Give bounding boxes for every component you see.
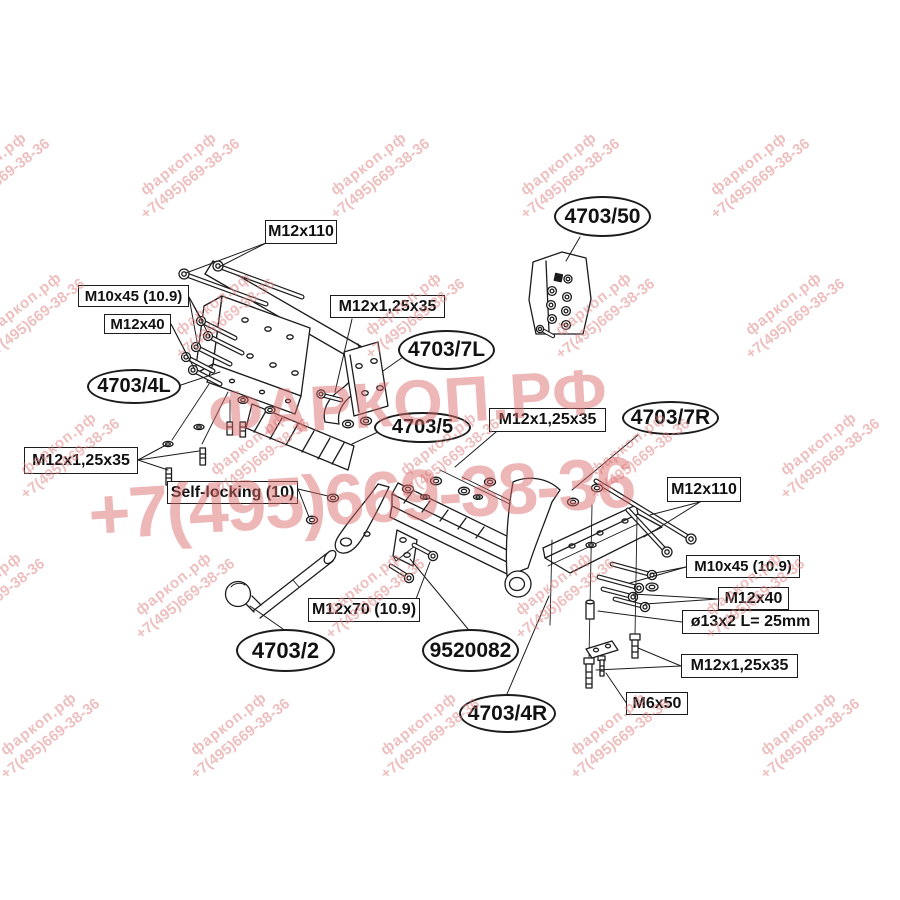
label-m12x110-top: M12x110 (265, 220, 337, 244)
label-part-4703-7L: 4703/7L (398, 330, 495, 370)
label-part-4703-4L: 4703/4L (87, 369, 181, 404)
right-swan-bracket (504, 477, 561, 598)
label-m6x50: M6x50 (626, 692, 688, 715)
bolts-m10x45-upper-left (190, 315, 245, 367)
bolts-m12x40-right (600, 582, 659, 613)
fastener-stack-right (549, 504, 641, 689)
label-part-4703-50: 4703/50 (554, 196, 651, 237)
bolts-m12x110-right (593, 478, 697, 558)
leader-lines (137, 236, 719, 705)
label-spacer-13x2: ø13x2 L= 25mm (682, 610, 819, 634)
part-4703-2-ball-arm (224, 549, 337, 619)
label-m12x125x35-left: M12x1,25x35 (24, 447, 138, 474)
part-4703-50-bracket (528, 251, 592, 339)
label-part-9520082: 9520082 (422, 629, 519, 672)
label-part-4703-5: 4703/5 (374, 412, 471, 443)
label-m12x125x35-bottom-right: M12x1,25x35 (681, 654, 798, 678)
label-m10x45-right: M10x45 (10.9) (686, 555, 800, 578)
label-m12x40-top: M12x40 (104, 314, 171, 334)
nuts-on-beam (237, 395, 604, 525)
part-4703-7L-plate (316, 341, 389, 429)
part-9520082-plate (392, 529, 418, 567)
bolts-m12x70 (388, 542, 439, 584)
label-part-4703-2: 4703/2 (236, 629, 335, 672)
label-self-locking: Self-locking (10) (167, 481, 298, 504)
part-4703-5-crossbar-upper (245, 403, 355, 471)
bolts-m12x110-upper-left (178, 260, 305, 307)
label-m12x40-right: M12x40 (718, 587, 789, 610)
label-m10x45-top: M10x45 (10.9) (78, 285, 189, 307)
label-m12x110-right: M12x110 (667, 477, 741, 502)
label-part-4703-4R: 4703/4R (459, 694, 556, 733)
label-m12x125x35-top: M12x1,25x35 (330, 295, 445, 318)
part-4703-4R-side-member (542, 504, 663, 574)
label-m12x70: M12x70 (10.9) (308, 598, 420, 622)
label-part-4703-7R: 4703/7R (622, 401, 719, 435)
left-arm-bracket-lower (334, 483, 390, 554)
studs-washers-lower-left (162, 421, 247, 486)
label-m12x125x35-mid: M12x1,25x35 (489, 408, 606, 432)
